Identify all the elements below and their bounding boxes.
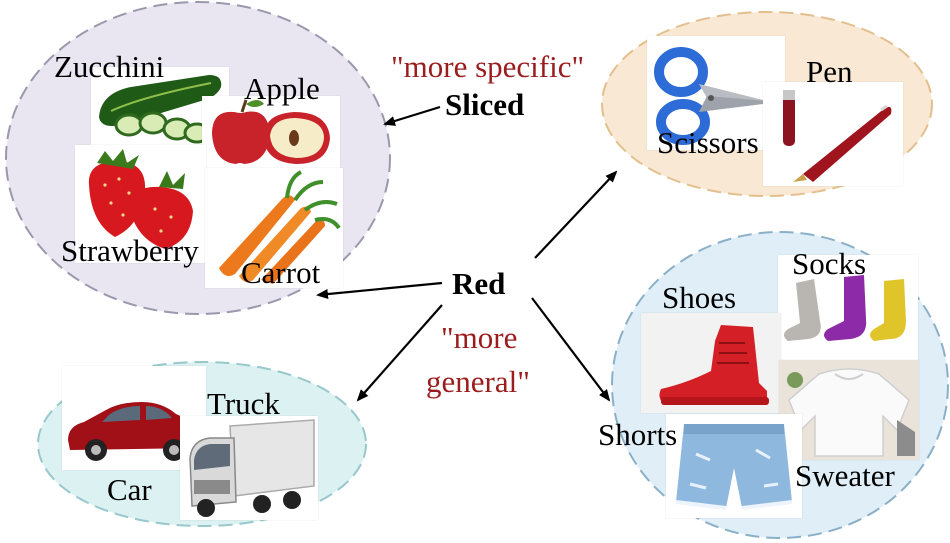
truck-image xyxy=(180,416,318,520)
carrot-image xyxy=(205,168,343,288)
label-car: Car xyxy=(107,472,152,507)
annotation-more-specific: "more specific" xyxy=(391,49,585,84)
label-sweater: Sweater xyxy=(795,458,895,493)
label-truck: Truck xyxy=(207,386,280,421)
label-carrot: Carrot xyxy=(241,255,321,290)
socks-image xyxy=(778,255,918,365)
arrow-red-to-clothing xyxy=(531,297,611,402)
label-sliced: Sliced xyxy=(445,87,525,122)
arrow-red-to-produce xyxy=(316,281,443,300)
label-strawberry: Strawberry xyxy=(61,233,199,268)
annotation-more-general-line2: general" xyxy=(426,364,530,399)
apple-image xyxy=(202,96,340,168)
label-pen: Pen xyxy=(806,54,853,89)
label-zucchini: Zucchini xyxy=(54,49,165,84)
arrow-red-to-vehicles xyxy=(356,304,443,402)
label-shorts: Shorts xyxy=(598,417,678,452)
label-shoes: Shoes xyxy=(662,280,737,315)
strawberry-image xyxy=(75,145,206,263)
annotation-more-general-line1: "more xyxy=(441,320,518,355)
pen-image xyxy=(763,82,903,186)
arrow-sliced-to-produce xyxy=(383,105,441,126)
label-red: Red xyxy=(452,266,506,301)
shorts-image xyxy=(666,414,802,518)
shoes-image xyxy=(641,313,781,413)
scissors-image xyxy=(647,36,785,150)
sweater-image xyxy=(779,360,919,460)
arrow-red-to-stationery xyxy=(534,170,618,259)
label-socks: Socks xyxy=(792,246,867,281)
label-apple: Apple xyxy=(244,71,320,106)
label-scissors: Scissors xyxy=(657,125,759,160)
